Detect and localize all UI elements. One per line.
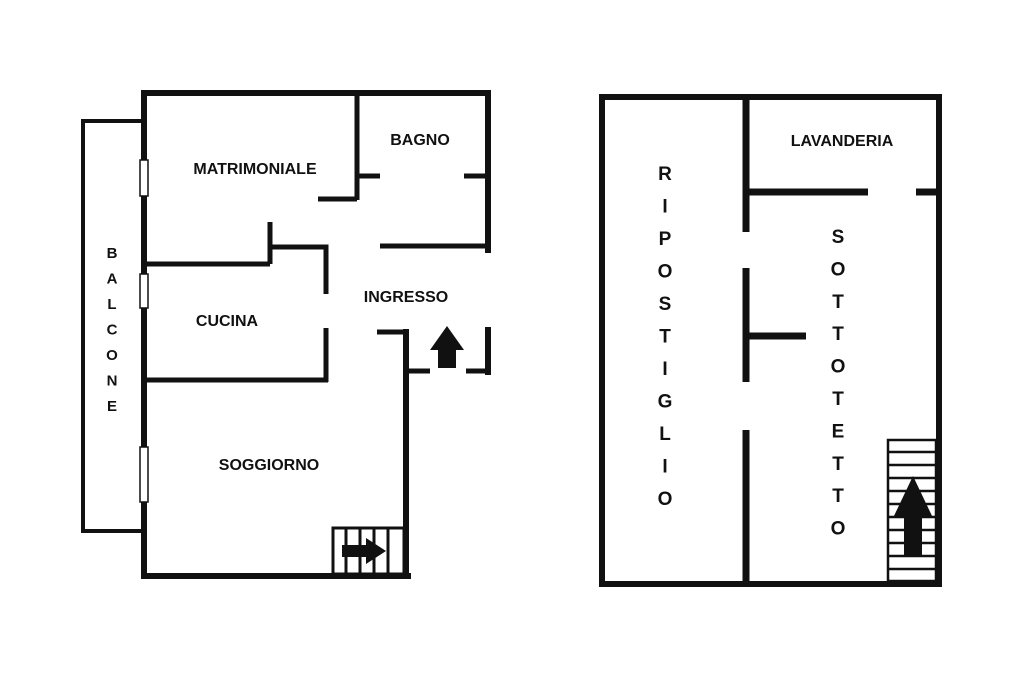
vertical-label-letter: T bbox=[659, 327, 671, 348]
vertical-label-letter: O bbox=[831, 357, 846, 378]
vertical-label-letter: R bbox=[658, 164, 672, 185]
vertical-label-letter: N bbox=[107, 373, 118, 390]
vertical-label-letter: O bbox=[831, 519, 846, 540]
vertical-label-letter: P bbox=[659, 229, 672, 250]
vertical-label-letter: G bbox=[658, 392, 673, 413]
right-interior-walls bbox=[742, 97, 939, 582]
room-label-bagno: BAGNO bbox=[390, 132, 450, 149]
vertical-label-letter: B bbox=[107, 245, 118, 262]
room-label-soggiorno: SOGGIORNO bbox=[219, 457, 319, 474]
left-floor-plan: MATRIMONIALE BAGNO CUCINA INGRESSO SOGGI… bbox=[81, 90, 491, 579]
vertical-label-letter: E bbox=[832, 421, 845, 442]
vertical-label-letter: C bbox=[107, 322, 118, 339]
vertical-label-letter: E bbox=[107, 398, 117, 415]
room-label-lavanderia: LAVANDERIA bbox=[791, 133, 894, 150]
entrance-arrow-up-icon bbox=[430, 326, 464, 368]
interior-walls bbox=[144, 93, 488, 383]
room-label-matrimoniale: MATRIMONIALE bbox=[193, 161, 317, 178]
vertical-label-letter: O bbox=[831, 259, 846, 280]
vertical-label-letter: T bbox=[832, 454, 844, 475]
vertical-label-letter: T bbox=[832, 324, 844, 345]
vertical-label-letter: O bbox=[658, 489, 673, 510]
vertical-label-letter: L bbox=[659, 424, 671, 445]
room-label-ingresso: INGRESSO bbox=[364, 289, 448, 306]
vertical-label-letter: I bbox=[662, 457, 667, 478]
room-label-cucina: CUCINA bbox=[196, 313, 259, 330]
vertical-label-letter: S bbox=[659, 294, 672, 315]
vertical-label-letter: O bbox=[658, 262, 673, 283]
stairs-arrow-right-icon bbox=[342, 538, 386, 564]
vertical-label-letter: I bbox=[662, 359, 667, 380]
vertical-label-letter: I bbox=[662, 197, 667, 218]
vertical-label-letter: T bbox=[832, 486, 844, 507]
windows-left-wall bbox=[139, 159, 149, 503]
vertical-label-letter: O bbox=[106, 347, 118, 364]
vertical-label-letter: L bbox=[107, 296, 116, 313]
outer-walls bbox=[141, 90, 491, 579]
vertical-label-letter: T bbox=[832, 292, 844, 313]
vertical-label-letter: S bbox=[832, 227, 845, 248]
right-outer-walls bbox=[599, 94, 942, 587]
stairs-arrow-up-icon bbox=[893, 476, 933, 555]
vertical-label-letter: A bbox=[107, 271, 118, 288]
vertical-label-letter: T bbox=[832, 389, 844, 410]
